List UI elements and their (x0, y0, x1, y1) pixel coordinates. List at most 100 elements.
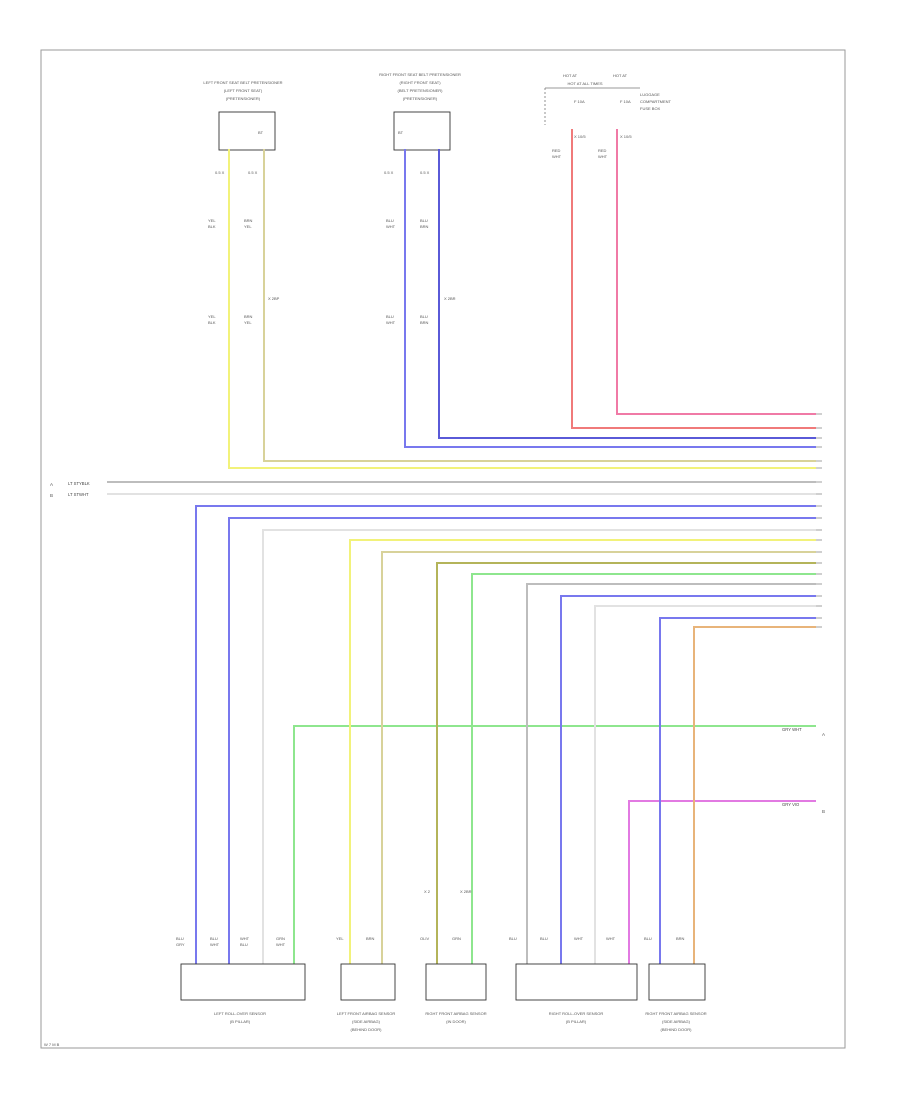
component-title-line: (B PILLAR) (230, 1019, 251, 1024)
connector-id: X 10/5 (574, 134, 586, 139)
side-label: GRY VIO (782, 802, 800, 807)
wire-color-tag: WHT (276, 942, 286, 947)
wire-color-tag: BLU (176, 936, 184, 941)
wire-blue-9 (228, 517, 816, 965)
side-pin: A (50, 482, 53, 487)
wire-navy-3 (438, 149, 816, 439)
wire-color-tag: BLU (386, 314, 394, 319)
wire-color-tag: WHT (240, 936, 250, 941)
wire-color-tag: WHT (606, 936, 616, 941)
side-pin: B (50, 493, 53, 498)
wire-color-tag: YEL (208, 314, 216, 319)
component-title-line: (PRETENSIONER) (226, 96, 261, 101)
component-title-line: (SIDE AIRBAG) (352, 1019, 381, 1024)
component-title-line: (BEHIND DOOR) (351, 1027, 383, 1032)
component-title-line: (BEHIND DOOR) (661, 1027, 693, 1032)
sensor-box (648, 963, 706, 1001)
wire-color-tag: RED (598, 148, 607, 153)
fuse-label: HOT AT (563, 73, 578, 78)
wire-color-tag: RED (552, 148, 561, 153)
wires (107, 129, 816, 965)
fuse-rating: F 10A (620, 99, 631, 104)
splice-tag: X 2BR (460, 889, 472, 894)
wire-color-tag: BLK (208, 320, 216, 325)
wire-pink-5 (616, 129, 816, 415)
component-title: HOT AT ALL TIMES (567, 81, 602, 86)
wire-color-tag: GRY (176, 942, 185, 947)
sensor-box (515, 963, 638, 1001)
pin-tag: 0.5 X (215, 170, 225, 175)
component-title-line: (PRETENSIONER) (403, 96, 438, 101)
wire-color-tag: WHT (552, 154, 562, 159)
wire-color-tag: BLU (509, 936, 517, 941)
wire-color-tag: BLU (210, 936, 218, 941)
component-title-line: (IN DOOR) (446, 1019, 466, 1024)
pin-tag: 0.5 X (420, 170, 430, 175)
side-pin: B (822, 809, 825, 814)
wire-olive-14 (436, 562, 816, 965)
fuse-label: HOT AT (613, 73, 628, 78)
bundle-labels (816, 413, 822, 628)
wire-blue-17 (560, 595, 816, 965)
wire-khaki-1 (263, 149, 816, 462)
wire-color-tag: YEL (336, 936, 344, 941)
component-title: LEFT FRONT SEAT BELT PRETENSIONER (203, 80, 282, 85)
side-label: LT STWHT (68, 492, 89, 497)
side-pin: A (822, 732, 825, 737)
wire-color-tag: OLIV (420, 936, 429, 941)
wire-green-11 (293, 725, 816, 965)
wire-color-tag: GRN (452, 936, 461, 941)
wire-color-tag: YEL (244, 224, 252, 229)
sensor-box (340, 963, 396, 1001)
top-wire-tags: 0.5 X 0.5 X YEL BLK BRN YEL X 2BP YEL BL… (208, 170, 456, 325)
splice-tag: X 2 (424, 889, 431, 894)
wire-blue-2 (404, 149, 816, 448)
component-title: LEFT ROLL-OVER SENSOR (214, 1011, 266, 1016)
component-title: RIGHT FRONT AIRBAG SENSOR (425, 1011, 486, 1016)
pretensioner-box (218, 111, 276, 151)
splice-tag: X 2BR (444, 296, 456, 301)
component-title-line: (RIGHT FRONT SEAT) (399, 80, 441, 85)
pin-label: BT (398, 130, 404, 135)
side-label: LT STYBLK (68, 481, 90, 486)
wire-white-18 (594, 605, 816, 965)
wire-green-15 (471, 573, 816, 965)
bottom-component-left-rollover: LEFT ROLL-OVER SENSOR (B PILLAR) (180, 963, 306, 1024)
wire-color-tag: BRN (420, 320, 429, 325)
component-title-line: (LEFT FRONT SEAT) (224, 88, 263, 93)
top-component-fuse-block: HOT AT HOT AT HOT AT ALL TIMES F 10A F 1… (544, 73, 672, 159)
wire-color-tag: WHT (386, 320, 396, 325)
fuse-note: COMPARTMENT (640, 99, 672, 104)
wire-color-tag: BRN (244, 314, 253, 319)
wire-color-tag: BRN (244, 218, 253, 223)
bottom-wire-tags: BLU GRY BLU WHT WHT BLU GRN WHT YEL BRN … (176, 889, 685, 947)
wire-color-tag: YEL (244, 320, 252, 325)
wire-color-tag: GRN (276, 936, 285, 941)
wire-color-tag: WHT (210, 942, 220, 947)
bottom-component-right-front-sensor: RIGHT FRONT AIRBAG SENSOR (IN DOOR) (425, 963, 487, 1024)
wire-red-4 (571, 129, 816, 429)
wire-color-tag: BLU (540, 936, 548, 941)
wire-khaki-13 (381, 551, 816, 965)
component-title: RIGHT FRONT SEAT BELT PRETENSIONER (379, 72, 461, 77)
splice-tag: X 2BP (268, 296, 280, 301)
wire-color-tag: WHT (574, 936, 584, 941)
wire-blue-20 (659, 617, 816, 965)
wire-blue-8 (195, 505, 816, 965)
wire-color-tag: BLU (240, 942, 248, 947)
bottom-component-right-rollover: RIGHT ROLL-OVER SENSOR (B PILLAR) (515, 963, 638, 1024)
component-title: RIGHT ROLL-OVER SENSOR (549, 1011, 604, 1016)
wire-color-tag: BLU (420, 314, 428, 319)
side-label: GRY WHT (782, 727, 802, 732)
component-title: RIGHT FRONT AIRBAG SENSOR (645, 1011, 706, 1016)
wire-color-tag: BRN (676, 936, 685, 941)
left-signal-labels: A LT STYBLK B LT STWHT (50, 481, 90, 498)
top-component-right-pretensioner: RIGHT FRONT SEAT BELT PRETENSIONER (RIGH… (379, 72, 461, 151)
fuse-note: FUSE BOX (640, 106, 661, 111)
fuse-rating: F 10A (574, 99, 585, 104)
footer-code: W 7 M B (44, 1042, 60, 1047)
wire-color-tag: BLU (644, 936, 652, 941)
bottom-component-left-front-sensor: LEFT FRONT AIRBAG SENSOR (SIDE AIRBAG) (… (337, 963, 396, 1032)
top-component-left-pretensioner: LEFT FRONT SEAT BELT PRETENSIONER (LEFT … (203, 80, 283, 151)
